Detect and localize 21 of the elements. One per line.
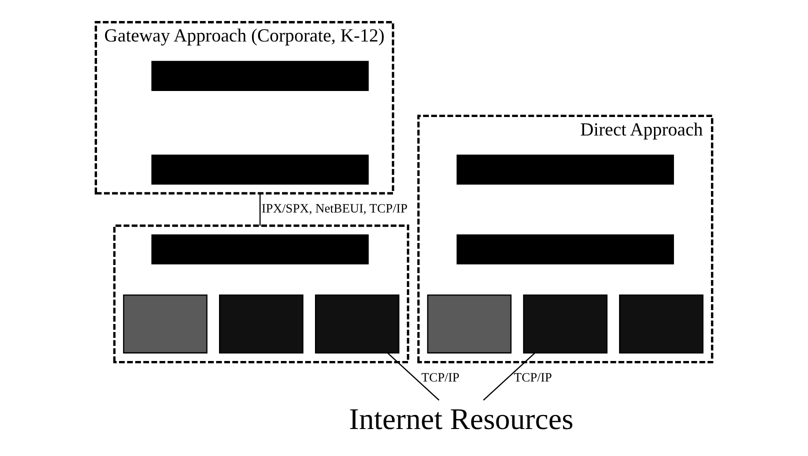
node-bar [456,154,674,185]
cluster: Gateway Approach (Corporate, K-12) [94,21,394,194]
node-box [314,294,400,354]
edge-label: IPX/SPX, NetBEUI, TCP/IP [262,202,408,216]
node-bar [151,234,369,264]
node-bar [151,154,369,185]
node-box [427,294,512,354]
node-box [219,294,304,354]
connector [387,352,440,401]
cluster: Direct Approach [417,114,714,364]
node-box [619,294,704,354]
node-bar [456,234,674,264]
node-bar [151,60,369,91]
node-box [523,294,608,354]
connector [259,193,261,226]
cluster [113,224,410,364]
edge-label: TCP/IP [514,370,552,385]
edge-label: TCP/IP [421,370,460,385]
node-text: Internet Resources [349,402,574,436]
node-box [123,294,208,354]
connector [483,352,536,401]
